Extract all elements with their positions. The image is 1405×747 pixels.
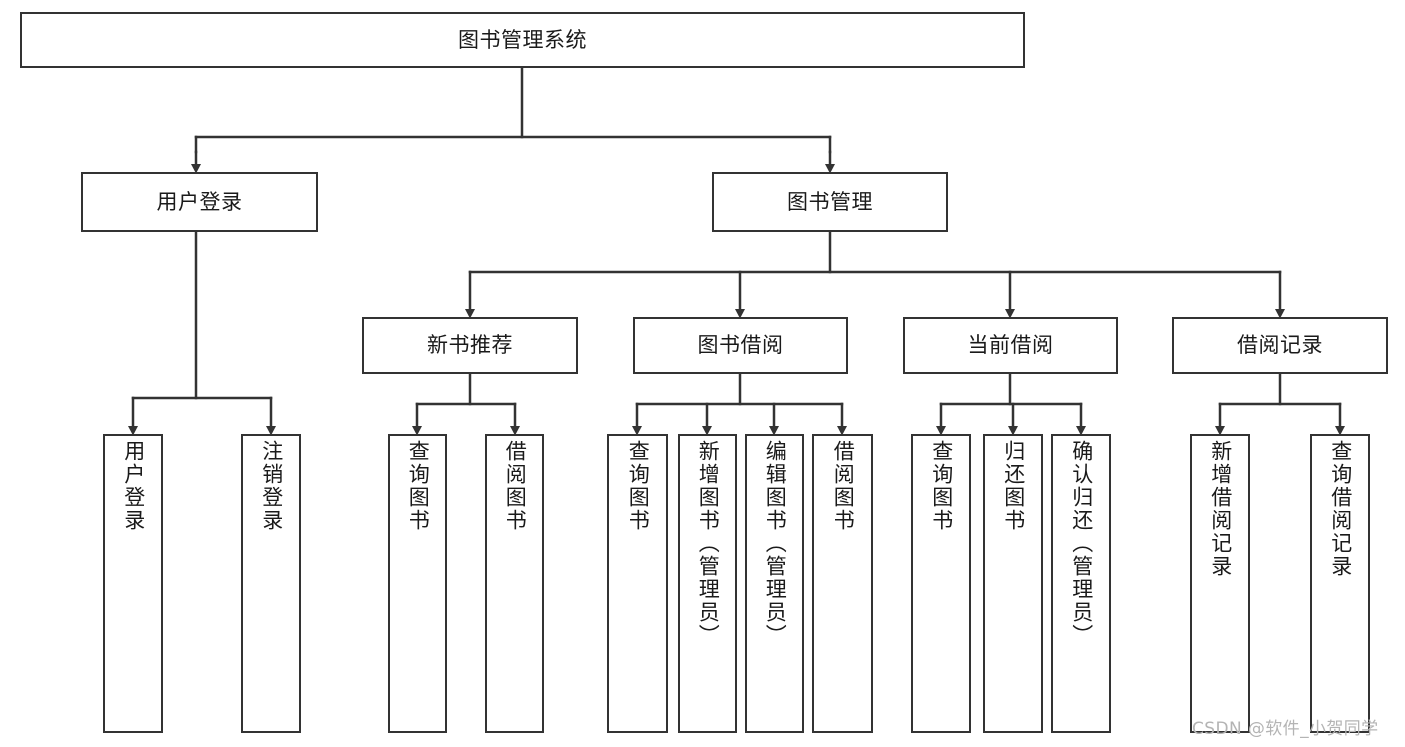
- node-leaf-query-book-1[interactable]: 查询图书: [388, 434, 447, 733]
- node-leaf-logout-label: 注销登录: [259, 440, 284, 532]
- node-leaf-query-record-label: 查询借阅记录: [1328, 440, 1353, 578]
- node-leaf-return-book-label: 归还图书: [1001, 440, 1026, 532]
- node-leaf-add-book-label: 新增图书（管理员）: [696, 440, 721, 647]
- node-leaf-logout[interactable]: 注销登录: [241, 434, 301, 733]
- node-leaf-query-record[interactable]: 查询借阅记录: [1310, 434, 1370, 733]
- node-leaf-query-book-1-label: 查询图书: [406, 440, 431, 532]
- node-leaf-edit-book[interactable]: 编辑图书（管理员）: [745, 434, 804, 733]
- node-leaf-confirm-return-label: 确认归还（管理员）: [1069, 440, 1094, 647]
- node-current-borrow-label: 当前借阅: [967, 333, 1054, 358]
- node-new-book-rec-label: 新书推荐: [427, 333, 513, 358]
- node-borrow-record-label: 借阅记录: [1237, 333, 1323, 358]
- node-leaf-borrow-book-1-label: 借阅图书: [503, 440, 528, 532]
- node-book-borrow-label: 图书借阅: [697, 333, 784, 358]
- node-leaf-query-book-3-label: 查询图书: [929, 440, 954, 532]
- node-leaf-add-record-label: 新增借阅记录: [1208, 440, 1233, 578]
- node-user-login-label: 用户登录: [156, 189, 243, 214]
- node-leaf-query-book-2-label: 查询图书: [626, 440, 651, 532]
- node-leaf-confirm-return[interactable]: 确认归还（管理员）: [1051, 434, 1111, 733]
- node-book-manage[interactable]: 图书管理: [712, 172, 948, 232]
- node-leaf-query-book-2[interactable]: 查询图书: [607, 434, 668, 733]
- node-user-login[interactable]: 用户登录: [81, 172, 318, 232]
- node-leaf-user-login-label: 用户登录: [121, 440, 146, 532]
- node-book-borrow[interactable]: 图书借阅: [633, 317, 848, 374]
- node-current-borrow[interactable]: 当前借阅: [903, 317, 1118, 374]
- node-leaf-borrow-book-1[interactable]: 借阅图书: [485, 434, 544, 733]
- node-leaf-edit-book-label: 编辑图书（管理员）: [763, 440, 788, 647]
- node-leaf-add-book[interactable]: 新增图书（管理员）: [678, 434, 737, 733]
- node-book-manage-label: 图书管理: [787, 189, 873, 214]
- csdn-watermark: CSDN @软件_小贺同学: [1192, 719, 1379, 739]
- node-new-book-rec[interactable]: 新书推荐: [362, 317, 578, 374]
- node-leaf-user-login[interactable]: 用户登录: [103, 434, 163, 733]
- node-leaf-return-book[interactable]: 归还图书: [983, 434, 1043, 733]
- node-leaf-borrow-book-2[interactable]: 借阅图书: [812, 434, 873, 733]
- node-leaf-add-record[interactable]: 新增借阅记录: [1190, 434, 1250, 733]
- node-root-label: 图书管理系统: [458, 27, 587, 52]
- node-borrow-record[interactable]: 借阅记录: [1172, 317, 1388, 374]
- node-leaf-borrow-book-2-label: 借阅图书: [831, 440, 856, 532]
- node-root[interactable]: 图书管理系统: [20, 12, 1025, 68]
- node-leaf-query-book-3[interactable]: 查询图书: [911, 434, 971, 733]
